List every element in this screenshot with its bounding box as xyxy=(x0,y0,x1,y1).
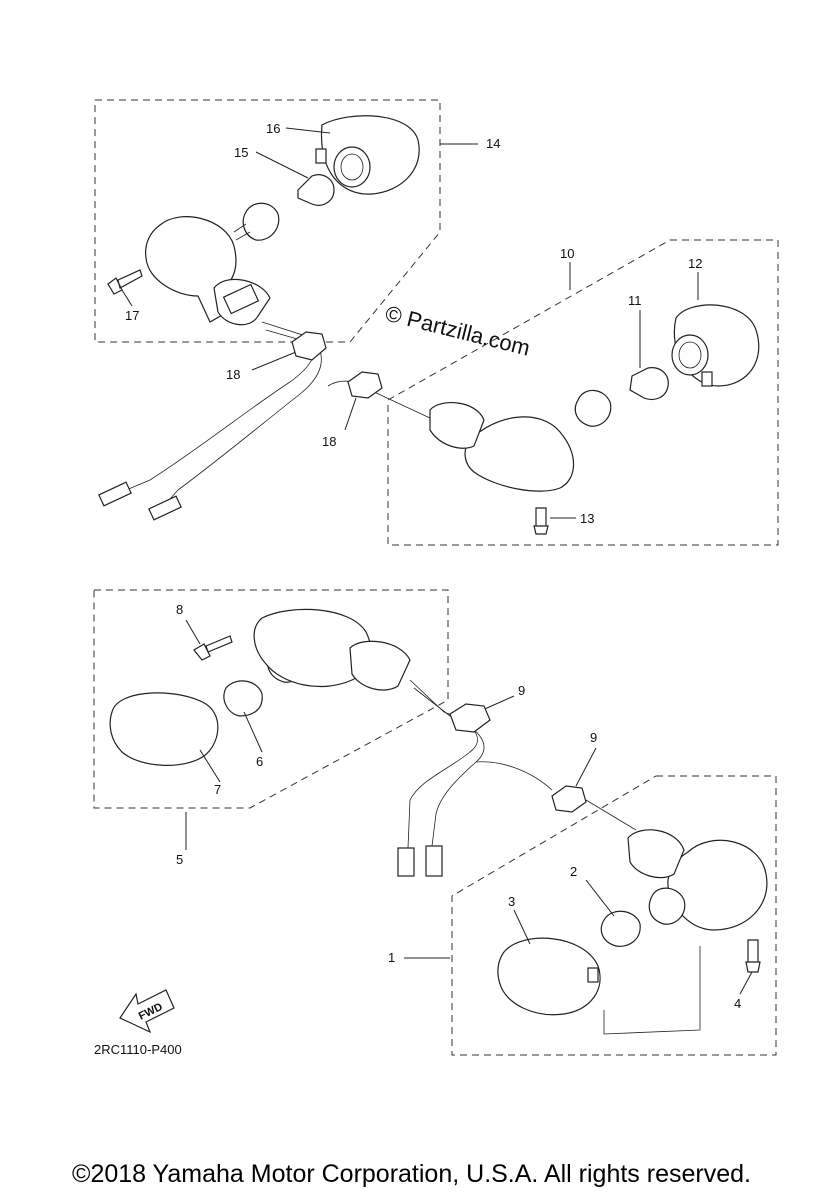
label-14: 14 xyxy=(486,136,500,151)
connector-left xyxy=(98,481,132,507)
label-5: 5 xyxy=(176,852,183,867)
connector-right xyxy=(148,495,182,521)
grommet-18-upper xyxy=(291,331,327,361)
copyright-notice: ©2018 Yamaha Motor Corporation, U.S.A. A… xyxy=(72,1160,751,1188)
label-7: 7 xyxy=(214,782,221,797)
lens-16 xyxy=(320,115,420,195)
assembly-14-dashed-frame xyxy=(94,99,441,343)
connector-5a xyxy=(397,847,415,877)
housing-1-neck xyxy=(627,829,685,879)
label-17: 17 xyxy=(125,308,139,323)
lens-3 xyxy=(497,937,601,1016)
housing-5 xyxy=(253,608,372,688)
assembly-1-dashed-frame xyxy=(451,775,777,1056)
screw-4 xyxy=(745,939,761,973)
bulb-15 xyxy=(297,174,335,206)
screw-8 xyxy=(193,635,233,661)
label-2: 2 xyxy=(570,864,577,879)
label-6: 6 xyxy=(256,754,263,769)
label-8: 8 xyxy=(176,602,183,617)
bulb-2 xyxy=(600,910,641,947)
socket-1 xyxy=(648,887,686,925)
label-9-lower: 9 xyxy=(590,730,597,745)
label-1: 1 xyxy=(388,950,395,965)
bulb-11 xyxy=(629,367,669,401)
label-9-upper: 9 xyxy=(518,683,525,698)
label-15: 15 xyxy=(234,145,248,160)
assembly-10-dashed-frame xyxy=(387,239,779,546)
label-12: 12 xyxy=(688,256,702,271)
label-18-lower: 18 xyxy=(322,434,336,449)
screw-13 xyxy=(533,507,549,535)
lens-12-socket xyxy=(671,334,709,376)
housing-10-neck xyxy=(429,402,485,449)
fwd-arrow-icon: FWD xyxy=(119,989,175,1034)
housing-5-neck xyxy=(349,640,411,691)
connector-5b xyxy=(425,845,443,877)
label-16: 16 xyxy=(266,121,280,136)
part-number: 2RC1110-P400 xyxy=(94,1042,182,1057)
assembly-5-group xyxy=(93,589,449,809)
label-11: 11 xyxy=(628,293,642,308)
socket-10 xyxy=(574,389,612,427)
assembly-1-group xyxy=(451,761,777,1056)
screw-17 xyxy=(107,269,143,295)
housing-10 xyxy=(464,416,575,492)
socket-14 xyxy=(242,202,280,241)
label-13: 13 xyxy=(580,511,594,526)
lens-16-tab xyxy=(315,148,327,164)
assembly-14-group xyxy=(94,99,441,343)
watermark: © Partzilla.com xyxy=(383,301,533,361)
lens-7 xyxy=(109,692,219,766)
label-18-upper: 18 xyxy=(226,367,240,382)
grommet-9-lower xyxy=(551,785,587,813)
label-3: 3 xyxy=(508,894,515,909)
assembly-5-dashed-frame xyxy=(93,589,449,809)
label-10: 10 xyxy=(560,246,574,261)
label-4: 4 xyxy=(734,996,741,1011)
grommet-9-upper xyxy=(449,703,491,733)
assembly-10-group xyxy=(387,239,779,546)
grommet-18-lower xyxy=(347,371,383,399)
lens-16-socket xyxy=(333,146,371,188)
bulb-6 xyxy=(223,680,263,717)
